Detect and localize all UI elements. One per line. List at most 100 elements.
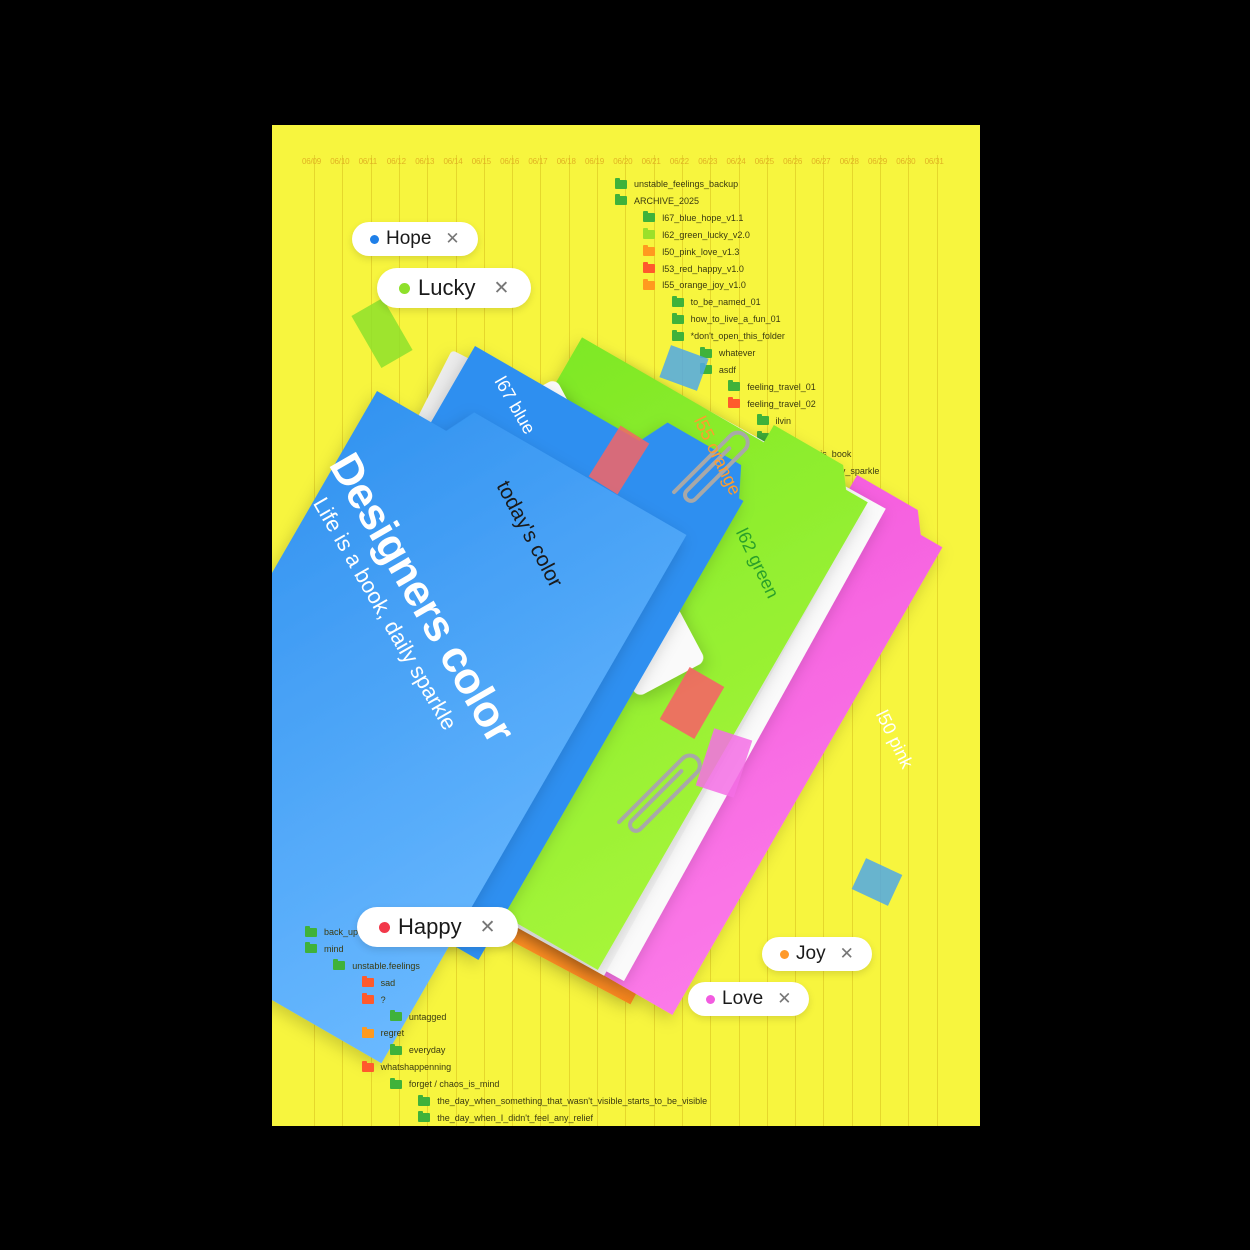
tree-item[interactable]: untagged bbox=[389, 1010, 447, 1024]
date-label: 06/31 bbox=[924, 157, 944, 166]
tree-item[interactable]: ARCHIVE_2025 bbox=[615, 194, 699, 208]
close-icon[interactable]: ✕ bbox=[493, 277, 510, 299]
tree-item[interactable]: to_be_named_01 bbox=[671, 295, 761, 309]
folder-icon bbox=[361, 976, 374, 988]
tree-item[interactable]: ilvin bbox=[756, 414, 792, 428]
tree-item[interactable]: everyday bbox=[389, 1043, 446, 1057]
tree-item[interactable]: forget / chaos_is_mind bbox=[389, 1077, 499, 1091]
date-label: 06/20 bbox=[613, 157, 633, 166]
date-label: 06/09 bbox=[302, 157, 322, 166]
tree-item[interactable]: feeling_travel_02 bbox=[728, 397, 816, 411]
tree-item-label: l67_blue_hope_v1.1 bbox=[662, 212, 744, 223]
tree-item[interactable]: l62_green_lucky_v2.0 bbox=[643, 228, 750, 242]
tree-item[interactable]: l67_blue_hope_v1.1 bbox=[643, 211, 743, 225]
folder-icon bbox=[389, 1043, 402, 1055]
tag-dot bbox=[706, 994, 715, 1004]
tree-item[interactable]: sad bbox=[361, 976, 396, 990]
folder-icon bbox=[643, 211, 656, 223]
tree-item[interactable]: unstable.feelings bbox=[333, 959, 420, 973]
tag-label: Happy bbox=[398, 914, 462, 939]
folder-icon bbox=[305, 925, 317, 937]
tree-item[interactable]: feeling_travel_01 bbox=[728, 380, 816, 394]
tree-item-label: whatever bbox=[718, 348, 756, 358]
folder-icon bbox=[615, 194, 627, 206]
paperclip-top bbox=[672, 430, 750, 503]
tree-item[interactable]: how_to_live_a_fun_01 bbox=[671, 312, 781, 326]
tree-item-label: l62_green_lucky_v2.0 bbox=[662, 229, 750, 240]
tag-dot bbox=[780, 949, 789, 959]
tree-item-label: l53_red_happy_v1.0 bbox=[662, 263, 744, 274]
folder-stack-illustration bbox=[272, 298, 943, 1064]
tree-item[interactable]: whatshappenning bbox=[361, 1060, 451, 1074]
tree-item-label: ilvin bbox=[775, 415, 792, 426]
tag-love[interactable]: Love ✕ bbox=[688, 982, 810, 1016]
grid-line bbox=[936, 155, 938, 1126]
date-label: 06/15 bbox=[471, 157, 491, 166]
folder-icon bbox=[361, 1026, 374, 1038]
tree-item[interactable]: *don't_open_this_folder bbox=[671, 329, 785, 343]
close-icon[interactable]: ✕ bbox=[777, 989, 792, 1008]
folder-icon bbox=[361, 1060, 374, 1072]
folder-icon bbox=[671, 329, 684, 341]
tree-item-label: untagged bbox=[408, 1011, 447, 1022]
tree-item[interactable]: whatever bbox=[699, 346, 756, 360]
close-icon[interactable]: ✕ bbox=[839, 944, 854, 963]
tree-item[interactable]: l53_red_happy_v1.0 bbox=[643, 262, 744, 276]
tree-item[interactable]: l50_pink_love_v1.3 bbox=[643, 245, 739, 259]
folder-icon bbox=[615, 177, 627, 189]
date-label: 06/24 bbox=[726, 157, 746, 166]
folder-icon bbox=[671, 312, 684, 324]
tag-hope[interactable]: Hope ✕ bbox=[352, 222, 478, 256]
folder-icon bbox=[389, 1010, 402, 1021]
tag-label: Joy bbox=[796, 943, 826, 964]
date-label: 06/21 bbox=[641, 157, 661, 166]
folder-icon bbox=[671, 295, 684, 307]
tree-item[interactable]: back_up bbox=[305, 925, 358, 939]
tree-item[interactable]: mind bbox=[305, 942, 344, 956]
tree-item[interactable]: l55_orange_joy_v1.0 bbox=[643, 278, 746, 292]
date-label: 06/10 bbox=[330, 157, 350, 166]
tree-item-label: ARCHIVE_2025 bbox=[634, 195, 700, 206]
tree-item-label: everyday bbox=[408, 1045, 446, 1056]
paperclip-bottom bbox=[617, 753, 702, 833]
tree-item-label: *don't_open_this_folder bbox=[690, 331, 785, 342]
blue-flag-top bbox=[659, 345, 709, 391]
date-label: 06/13 bbox=[415, 157, 435, 166]
close-icon[interactable]: ✕ bbox=[445, 229, 460, 248]
pink-flag bbox=[695, 728, 753, 798]
date-label: 06/19 bbox=[585, 157, 605, 166]
date-label: 06/22 bbox=[669, 157, 689, 166]
folder-icon bbox=[643, 262, 656, 273]
folder-icon bbox=[643, 278, 656, 290]
folder-icon bbox=[305, 942, 317, 954]
tag-lucky[interactable]: Lucky ✕ bbox=[377, 268, 532, 308]
tree-item-label: the_day_when_something_that_wasn't_visib… bbox=[437, 1096, 708, 1106]
tree-item[interactable]: regret bbox=[361, 1026, 404, 1040]
lime-flag bbox=[351, 298, 413, 368]
date-label: 06/16 bbox=[500, 157, 520, 166]
tree-item-label: l50_pink_love_v1.3 bbox=[662, 246, 740, 257]
tree-item-label: asdf bbox=[718, 364, 736, 375]
tree-item[interactable]: unstable_feelings_backup bbox=[615, 177, 738, 191]
date-label: 06/28 bbox=[839, 157, 859, 166]
tree-item[interactable]: ? bbox=[361, 993, 386, 1007]
tree-item-label: how_to_live_a_fun_01 bbox=[690, 314, 781, 325]
tree-item[interactable]: the_day_when_I_didn't_feel_any_relief bbox=[418, 1111, 593, 1125]
date-label: 06/26 bbox=[783, 157, 803, 166]
tree-item-label: unstable_feelings_backup bbox=[634, 179, 739, 189]
tag-happy[interactable]: Happy ✕ bbox=[357, 907, 518, 947]
folder-icon bbox=[389, 1077, 402, 1089]
date-label: 06/25 bbox=[754, 157, 774, 166]
tree-item-label: the_day_when_I_didn't_feel_any_relief bbox=[437, 1112, 594, 1123]
tree-item-label: sad bbox=[380, 977, 396, 988]
tree-item-label: feeling_travel_01 bbox=[747, 381, 816, 392]
tag-joy[interactable]: Joy ✕ bbox=[762, 937, 872, 971]
tree-item[interactable]: the_day_when_something_that_wasn't_visib… bbox=[418, 1094, 707, 1108]
date-label: 06/14 bbox=[443, 157, 463, 166]
tag-label: Love bbox=[722, 988, 764, 1009]
close-icon[interactable]: ✕ bbox=[479, 916, 496, 938]
red-flag-top bbox=[588, 425, 650, 495]
date-label: 06/18 bbox=[556, 157, 576, 166]
date-label: 06/23 bbox=[698, 157, 718, 166]
